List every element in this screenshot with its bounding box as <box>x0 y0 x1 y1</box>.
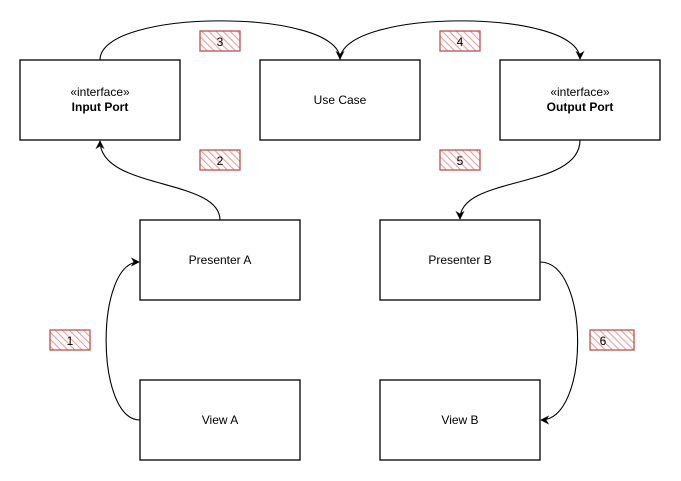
input-port-label: Input Port <box>72 100 129 114</box>
view-b-box: View B <box>379 379 541 461</box>
step-badge-1: 1 <box>49 329 91 351</box>
step-badge-2-label: 2 <box>217 154 224 168</box>
input-port-stereotype: «interface» <box>70 85 130 99</box>
presenter-b-label: Presenter B <box>428 253 491 267</box>
step-badge-2: 2 <box>199 149 241 171</box>
step-badge-1-label: 1 <box>67 334 74 348</box>
presenter-a-label: Presenter A <box>189 253 252 267</box>
edge-view-a-to-presenter-a <box>105 257 141 421</box>
step-badge-6: 6 <box>589 329 635 351</box>
edge-presenter-a-to-input-port <box>95 140 221 221</box>
step-badge-6-label: 6 <box>600 334 607 348</box>
step-badge-5-label: 5 <box>457 154 464 168</box>
use-case-box: Use Case <box>259 59 421 141</box>
output-port-box: «interface» Output Port <box>499 59 661 141</box>
step-badge-3: 3 <box>199 30 241 52</box>
step-badge-4: 4 <box>439 30 481 52</box>
edge-input-port-to-use-case <box>99 20 345 61</box>
presenter-b-box: Presenter B <box>379 219 541 301</box>
edge-use-case-to-output-port <box>339 20 585 61</box>
view-a-label: View A <box>202 413 238 427</box>
step-badge-5: 5 <box>439 149 481 171</box>
step-badge-3-label: 3 <box>217 35 224 49</box>
input-port-box: «interface» Input Port <box>19 59 181 141</box>
presenter-a-box: Presenter A <box>139 219 301 301</box>
view-b-label: View B <box>441 413 478 427</box>
edge-presenter-b-to-view-b <box>539 261 579 425</box>
edge-output-port-to-presenter-b <box>455 139 581 220</box>
output-port-stereotype: «interface» <box>550 85 610 99</box>
use-case-label: Use Case <box>314 93 367 107</box>
view-a-box: View A <box>139 379 301 461</box>
step-badge-4-label: 4 <box>457 35 464 49</box>
output-port-label: Output Port <box>547 100 614 114</box>
